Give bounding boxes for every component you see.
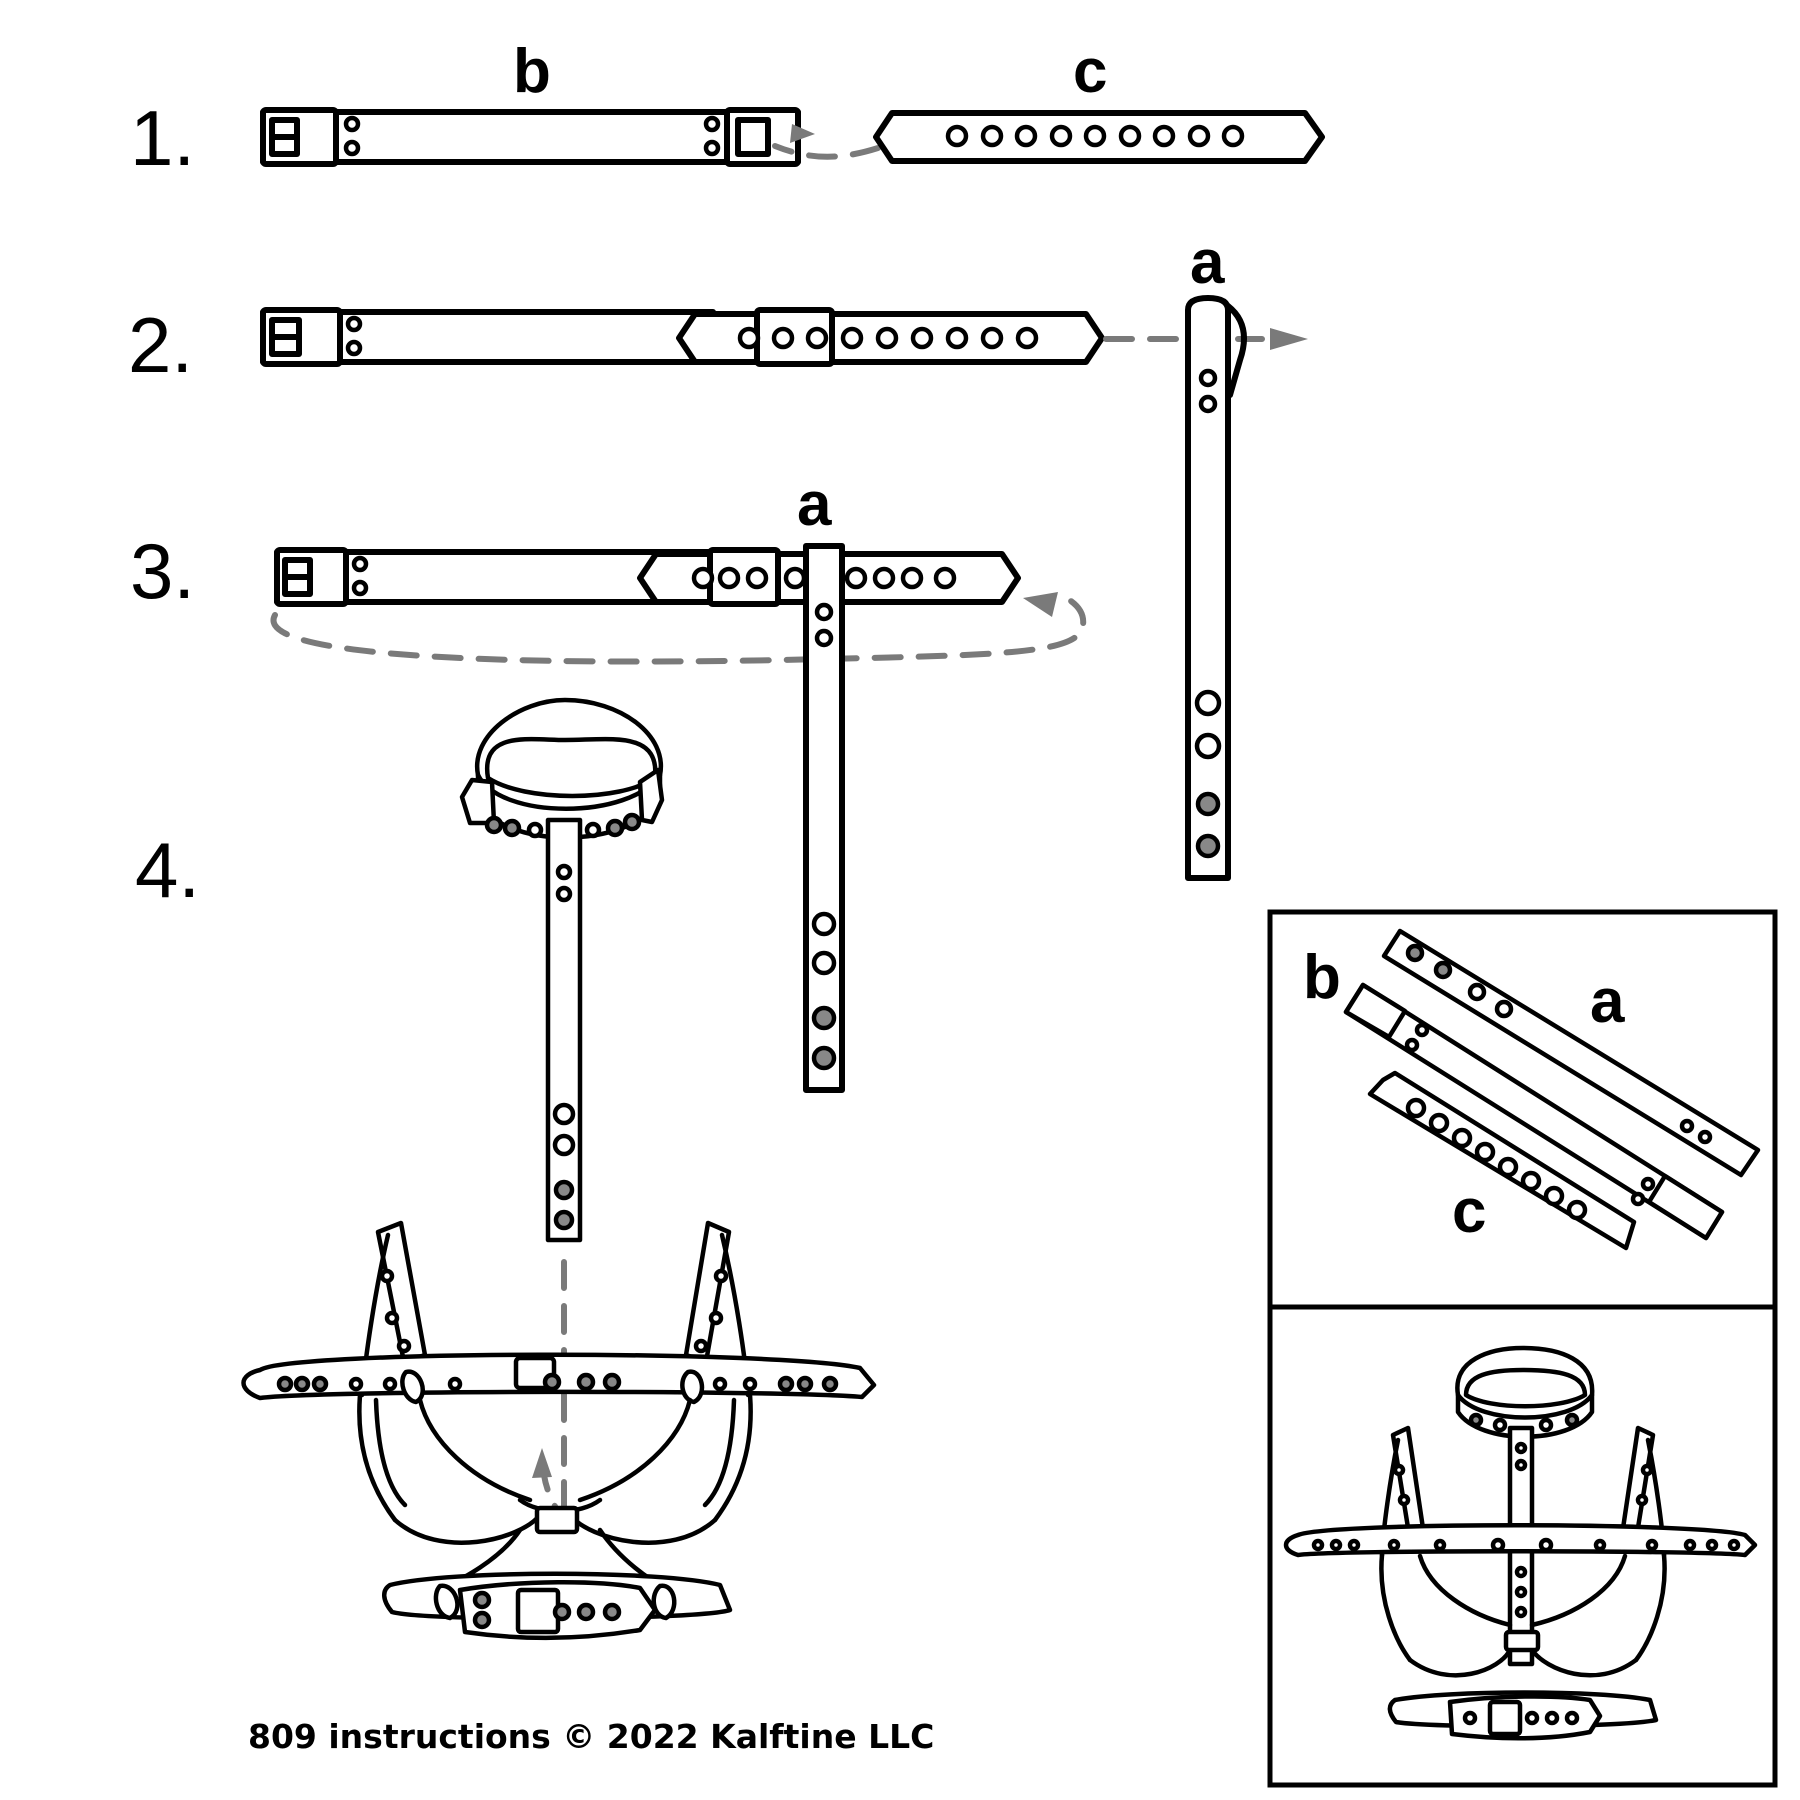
part-label-c: c xyxy=(1073,37,1107,106)
legend-strap-a xyxy=(1381,928,1761,1178)
legend-strap-c xyxy=(1367,1070,1637,1251)
legend-label-c: c xyxy=(1452,1177,1486,1246)
step-1-label: 1. xyxy=(130,94,195,182)
step-4-label: 4. xyxy=(135,826,200,914)
step-2-label: 2. xyxy=(128,301,193,389)
legend-label-a: a xyxy=(1590,967,1625,1036)
strap-a-step3 xyxy=(803,543,845,1093)
step-3-label: 3. xyxy=(130,527,195,615)
strap-bca-assembled xyxy=(274,547,1021,607)
step-2-group: a xyxy=(260,228,1308,881)
finished-harness xyxy=(1283,1345,1758,1741)
step-3-group: a xyxy=(270,470,1087,1093)
step-1-group: b c xyxy=(260,37,1325,167)
guide-arrow-1 xyxy=(772,143,881,160)
legend-panel-finished xyxy=(1267,1304,1778,1788)
part-label-b: b xyxy=(513,37,551,106)
legend-strap-b xyxy=(1343,982,1725,1241)
part-label-a-step3: a xyxy=(797,470,832,539)
copyright-text: 809 instructions © 2022 Kalftine LLC xyxy=(248,1717,934,1756)
strap-bc-joined xyxy=(260,307,1105,367)
legend-label-b: b xyxy=(1303,943,1341,1012)
part-label-a-step2: a xyxy=(1190,228,1225,297)
arrowhead-4 xyxy=(532,1448,552,1478)
strap-a-vertical xyxy=(1185,295,1247,881)
strap-a-step4 xyxy=(545,817,583,1243)
collar xyxy=(459,697,665,840)
strap-c xyxy=(873,110,1325,164)
arrowhead-2 xyxy=(1270,328,1308,350)
harness xyxy=(241,1220,877,1640)
strap-b xyxy=(260,107,801,167)
legend-panel-parts: b a c xyxy=(1267,909,1778,1310)
arrowhead-3 xyxy=(1023,592,1058,617)
step-4-group xyxy=(241,697,877,1640)
arrowhead-1 xyxy=(790,124,815,143)
